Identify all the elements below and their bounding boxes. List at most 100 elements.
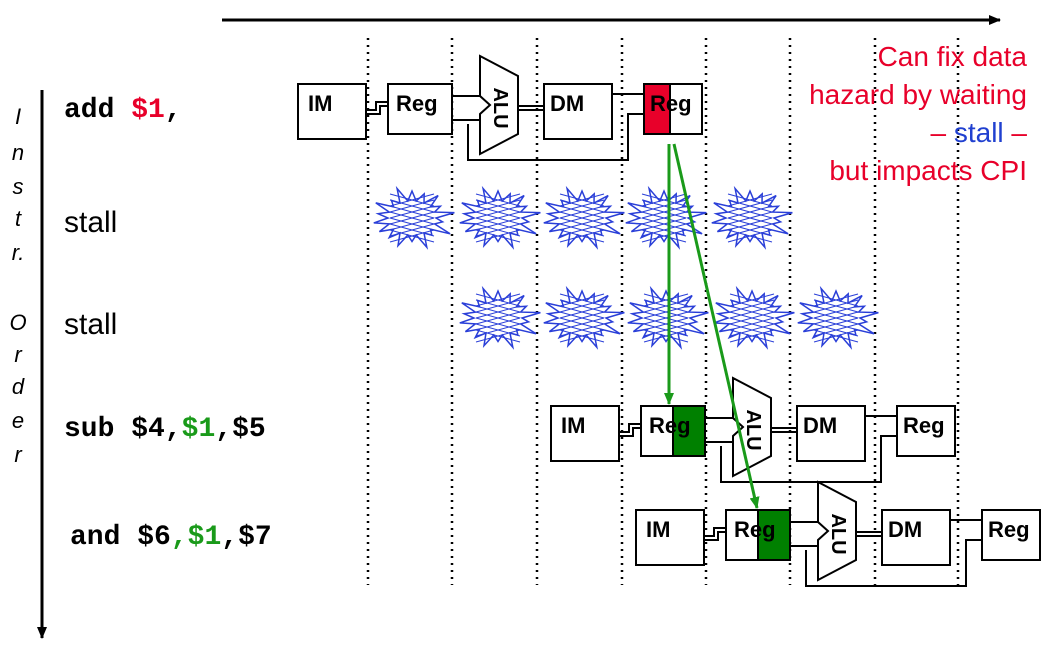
hazard-register: $1 <box>182 414 216 445</box>
im-stage-box <box>550 405 620 462</box>
note-line-1: Can fix data <box>878 41 1028 72</box>
reg-write-box <box>896 405 956 457</box>
bubble-hatch <box>727 205 773 219</box>
stage-connector <box>704 531 726 541</box>
reg-read-label: Reg <box>396 91 438 116</box>
bubble-hatch <box>559 205 605 219</box>
bubble-hatch <box>475 223 521 237</box>
bubble-hatch <box>729 305 775 319</box>
bubble-hatch <box>389 229 435 243</box>
bubble-hatch <box>559 193 605 207</box>
bubble-hatch <box>643 329 689 343</box>
axis-letter: t <box>15 206 22 231</box>
bubble-hatch <box>641 217 687 231</box>
operand-separator: , <box>171 522 188 553</box>
note-line-2: hazard by waiting <box>809 79 1027 110</box>
instruction-stall-1: stall <box>64 206 117 239</box>
bubble-hatch <box>813 323 859 337</box>
bubble-hatch <box>641 199 687 213</box>
stall-bubble <box>625 185 707 250</box>
bubble-hatch <box>559 293 605 307</box>
source-register: $5 <box>232 414 266 445</box>
bubble-hatch <box>813 299 859 313</box>
bubble-hatch <box>729 311 775 325</box>
bubble-hatch <box>559 323 605 337</box>
dm-stage-label: DM <box>550 91 584 116</box>
stall-bubble <box>373 185 455 250</box>
alu-label: ALU <box>827 513 849 554</box>
bypass-line <box>720 435 897 483</box>
bubble-hatch <box>643 293 689 307</box>
operand-separator: , <box>165 414 182 445</box>
instruction-add: add $1, <box>64 95 182 126</box>
note-dash: – <box>1004 117 1028 148</box>
reg-read-box <box>387 83 453 135</box>
bubble-hatch <box>727 217 773 231</box>
bubble-hatch <box>727 211 773 225</box>
source-register: $7 <box>238 522 272 553</box>
hazard-register: $1 <box>188 522 222 553</box>
reg-write-label: Reg <box>650 91 692 116</box>
instruction-labels: add $1, stall stall sub $4,$1,$5 and $6,… <box>64 95 272 553</box>
bubble-hatch <box>559 317 605 331</box>
bubble-hatch <box>475 317 521 331</box>
bubble-hatch <box>389 217 435 231</box>
bubble-hatch <box>641 205 687 219</box>
dest-register: $1 <box>131 95 165 126</box>
bubble-hatch <box>475 305 521 319</box>
bypass-line <box>467 113 644 161</box>
instruction-stall-2: stall <box>64 308 117 341</box>
stall-bubble <box>543 185 625 250</box>
instruction-order-label: I n s t r. O r d e r <box>9 104 26 467</box>
bubble-hatch <box>389 223 435 237</box>
stall-bubble <box>459 185 541 250</box>
dest-register: $4 <box>131 414 165 445</box>
bubble-hatch <box>729 317 775 331</box>
bubble-hatch <box>475 217 521 231</box>
axis-letter: r. <box>12 240 25 265</box>
dependency-arrow-to-and <box>672 143 760 509</box>
bubble-hatch <box>559 223 605 237</box>
hazard-note: Can fix data hazard by waiting – stall –… <box>809 41 1027 186</box>
reg-write-label: Reg <box>903 413 945 438</box>
bubble-hatch <box>559 299 605 313</box>
bubble-hatch <box>729 299 775 313</box>
stall-bubble <box>713 285 795 350</box>
bubble-hatch <box>559 229 605 243</box>
reg-read-label: Reg <box>649 413 691 438</box>
bubble-hatch <box>559 211 605 225</box>
axis-letter: O <box>9 310 26 335</box>
im-stage-label: IM <box>561 413 585 438</box>
bubble-hatch <box>475 199 521 213</box>
bubble-hatch <box>389 199 435 213</box>
bubble-hatch <box>643 299 689 313</box>
bubble-hatch <box>729 329 775 343</box>
im-stage-label: IM <box>308 91 332 116</box>
note-line-3: – stall – <box>930 117 1027 148</box>
instruction-opcode: add <box>64 95 131 126</box>
bubble-hatch <box>729 293 775 307</box>
bubble-hatch <box>475 311 521 325</box>
reg-write-label: Reg <box>988 517 1030 542</box>
stage-connector <box>619 427 641 437</box>
stage-connector <box>366 105 388 115</box>
alu-shape <box>817 480 857 582</box>
bubble-hatch <box>389 193 435 207</box>
instruction-opcode: sub <box>64 414 131 445</box>
bubble-hatch <box>475 323 521 337</box>
instruction-and: and $6,$1,$7 <box>70 522 272 553</box>
axis-letter: r <box>14 442 23 467</box>
bubble-hatch <box>641 229 687 243</box>
stage-connector <box>619 423 641 433</box>
bubble-hatch <box>727 223 773 237</box>
bubble-hatch <box>813 329 859 343</box>
axis-letter: r <box>14 342 23 367</box>
axis-letter: I <box>15 104 21 129</box>
bubble-hatch <box>727 229 773 243</box>
axis-letter: s <box>13 174 24 199</box>
bubble-hatch <box>559 199 605 213</box>
stall-bubble <box>543 285 625 350</box>
bubble-hatch <box>643 305 689 319</box>
